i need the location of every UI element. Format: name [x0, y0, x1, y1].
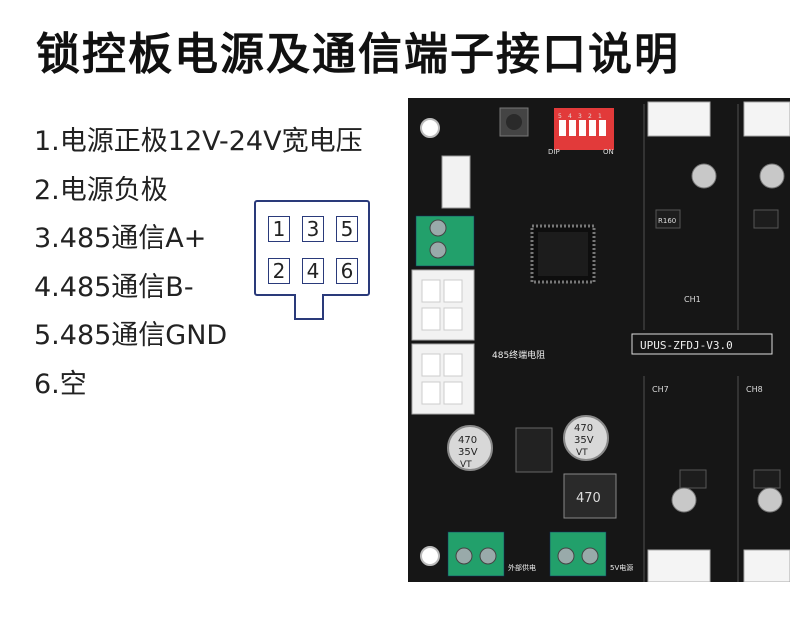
- connector-pin-3: 3: [302, 216, 324, 242]
- connector-pin-2: 2: [268, 258, 290, 284]
- small-capacitor: [691, 163, 717, 189]
- pin-1-description: 1.电源正极12V-24V宽电压: [34, 126, 363, 157]
- channel-label-ch7: CH7: [652, 385, 669, 394]
- channel-chip: [655, 209, 681, 229]
- pin-6-description: 6.空: [34, 368, 87, 400]
- connector-pin-4: 4: [302, 258, 324, 284]
- svg-text:VT: VT: [576, 448, 588, 458]
- connector-latch-tab: [294, 294, 324, 320]
- svg-text:470: 470: [574, 423, 593, 434]
- terminal-block-comms: [415, 215, 475, 267]
- connector-pin-1: 1: [268, 216, 290, 242]
- svg-text:VT: VT: [460, 460, 472, 470]
- mcu-chip: [530, 224, 596, 284]
- pin-4-description: 4.485通信B-: [34, 271, 194, 303]
- six-pin-connector-power-comms: [411, 269, 475, 341]
- terminal-block-external-power: 外部供电: [447, 531, 536, 577]
- voltage-regulator: [515, 427, 553, 473]
- connector-pin-6: 6: [336, 258, 358, 284]
- pcb-board-photo: DIP ON 5 4 3 2 1 485终端电阻 UPUS-ZFDJ-V3.0: [408, 98, 790, 582]
- dip-number-1: 1: [598, 113, 602, 120]
- jst-connector-top-2: [743, 101, 790, 137]
- dip-number-5: 5: [558, 113, 562, 120]
- terminal-resistor-label: 485终端电阻: [492, 349, 545, 361]
- jst-connector-left: [441, 155, 471, 209]
- connector-pinout-diagram: 1 3 5 2 4 6: [254, 200, 370, 296]
- resistor-label: R160: [658, 217, 676, 225]
- mounting-hole-top: [420, 118, 440, 138]
- small-capacitor: [759, 163, 785, 189]
- pin-3-description: 3.485通信A+: [34, 223, 207, 254]
- dip-number-3: 3: [578, 113, 582, 120]
- connector-pin-5: 5: [336, 216, 358, 242]
- mounting-hole-bottom: [420, 546, 440, 566]
- pin-description-list: 1.电源正极12V-24V宽电压 2.电源负极 3.485通信A+ 4.485通…: [34, 118, 363, 409]
- dip-number-4: 4: [568, 113, 572, 120]
- six-pin-connector-second: [411, 343, 475, 415]
- small-capacitor: [671, 487, 697, 513]
- board-model-label: UPUS-ZFDJ-V3.0: [640, 339, 733, 352]
- jst-connector-bottom-2: [743, 549, 790, 582]
- small-capacitor: [757, 487, 783, 513]
- dip-switch: DIP ON 5 4 3 2 1: [548, 108, 614, 156]
- svg-text:35V: 35V: [574, 435, 594, 446]
- svg-text:470: 470: [576, 491, 601, 506]
- pin-2-description: 2.电源负极: [34, 174, 168, 206]
- terminal-block-5v-power: 5V电源: [549, 531, 633, 577]
- channel-chip: [753, 209, 779, 229]
- jst-connector-bottom-1: [647, 549, 711, 582]
- power-inductor: 470: [563, 473, 617, 519]
- dip-label: DIP: [548, 148, 560, 156]
- channel-label-ch8: CH8: [746, 385, 763, 394]
- push-button: [499, 107, 529, 137]
- svg-text:35V: 35V: [458, 447, 478, 458]
- svg-text:470: 470: [458, 435, 477, 446]
- electrolytic-capacitor-left: 470 35V VT: [447, 425, 493, 471]
- channel-chip: [753, 469, 781, 489]
- channel-label-ch1: CH1: [684, 295, 701, 304]
- dip-on-label: ON: [603, 148, 614, 156]
- jst-connector-top-1: [647, 101, 711, 137]
- power-5v-label: 5V电源: [610, 563, 633, 572]
- pin-5-description: 5.485通信GND: [34, 320, 228, 351]
- dip-number-2: 2: [588, 113, 592, 120]
- electrolytic-capacitor-right: 470 35V VT: [563, 415, 609, 461]
- external-power-label: 外部供电: [508, 563, 536, 572]
- page-title: 锁控板电源及通信端子接口说明: [36, 29, 680, 80]
- channel-chip: [679, 469, 707, 489]
